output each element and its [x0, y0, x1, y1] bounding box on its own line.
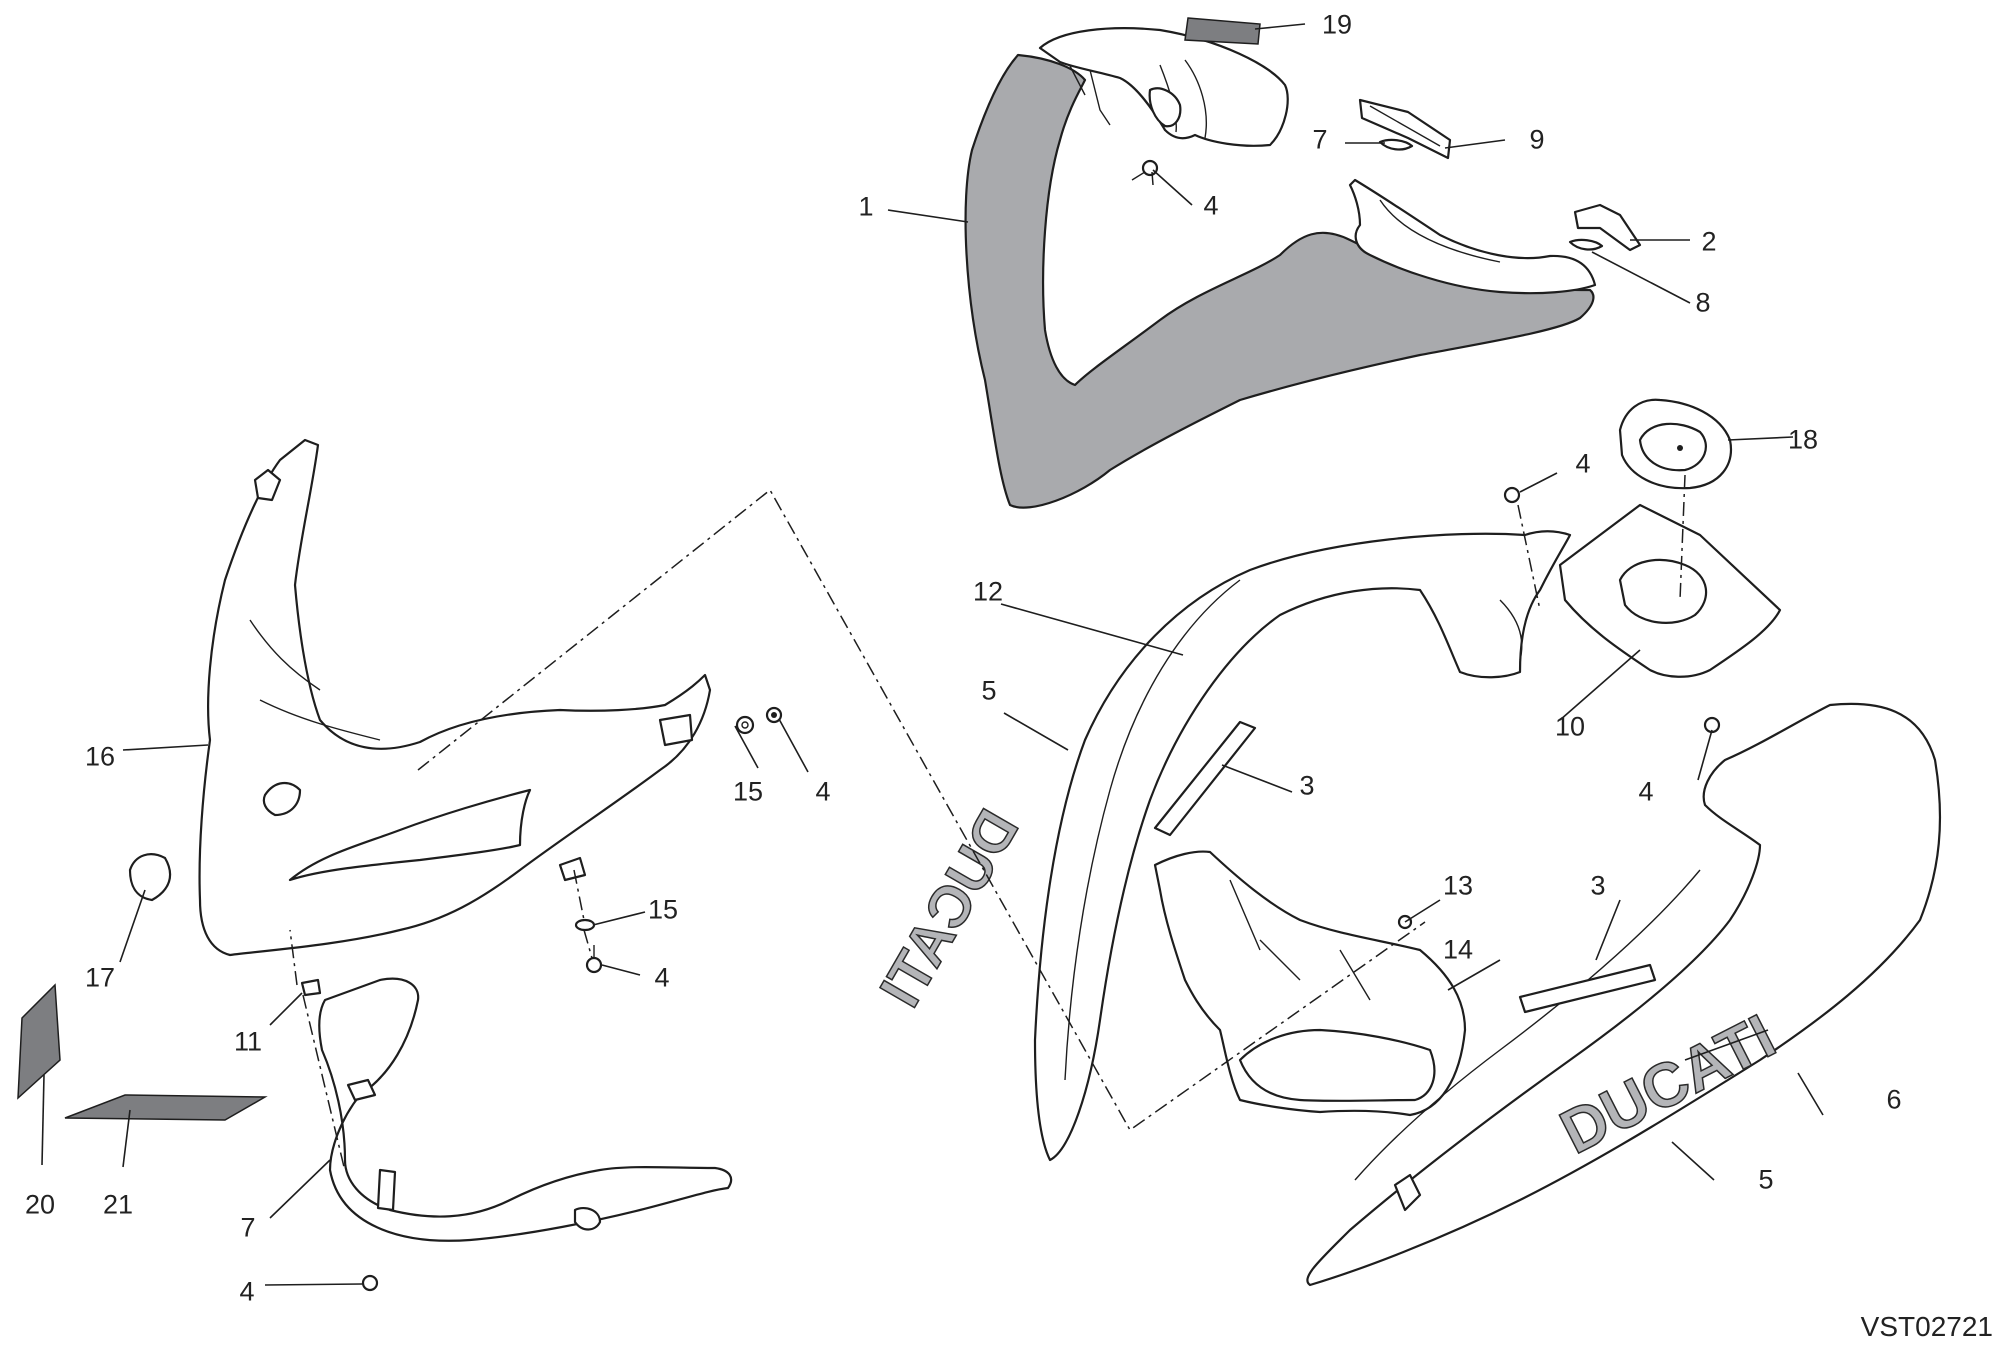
part-12-side-panel: [1033, 530, 1572, 1162]
part-10-bracket: [1558, 503, 1782, 678]
callout-7: 7: [1312, 124, 1328, 155]
part-3-strip-a: [1153, 720, 1257, 837]
callout-4: 4: [239, 1276, 255, 1307]
callout-13: 13: [1442, 870, 1474, 901]
callout-2: 2: [1701, 226, 1717, 257]
callout-15: 15: [732, 776, 764, 807]
callout-10: 10: [1554, 711, 1586, 742]
part-17-badge: [128, 853, 172, 902]
callout-6: 7: [240, 1212, 256, 1243]
callout-3: 3: [1299, 770, 1315, 801]
part-20-sticker: [17, 983, 61, 1100]
callout-4: 4: [654, 962, 670, 993]
diagram-code: VST02721: [1860, 1311, 1993, 1342]
callout-9: 6: [1886, 1084, 1902, 1115]
part-3-strip-b: [1518, 963, 1657, 1014]
screw-4-right-b: [1703, 716, 1721, 734]
part-21-sticker: [64, 1094, 268, 1121]
part-2-clip: [1573, 203, 1642, 252]
callout-4: 4: [1638, 776, 1654, 807]
part-1-upper-fairing: [964, 27, 1597, 509]
callout-15: 15: [647, 894, 679, 925]
leader-lines: [41, 23, 1824, 1286]
part-6-chin-bracket: [318, 977, 733, 1242]
callout-1: 1: [858, 191, 874, 222]
callout-5: 5: [981, 675, 997, 706]
screw-4-left-upper: [765, 706, 783, 724]
callout-3: 3: [1590, 870, 1606, 901]
washer-15-left-upper: [735, 715, 755, 735]
assembly-reference-line: [417, 488, 1426, 1132]
part-16-lower-fairing: [198, 438, 712, 957]
callout-4: 4: [815, 776, 831, 807]
callout-16: 16: [84, 741, 116, 772]
callout-7: 8: [1695, 287, 1711, 318]
part-8-clip: [1358, 98, 1452, 160]
callout-19: 19: [1321, 9, 1353, 40]
part-19-sticker: [1184, 17, 1261, 45]
washer-15-left-lower: [574, 918, 596, 932]
callout-11: 11: [233, 1026, 263, 1057]
part-11-clip: [300, 978, 322, 997]
part-18-grommet: [1618, 398, 1733, 490]
screw-4-left-lower: [585, 945, 603, 974]
callout-14: 14: [1442, 934, 1474, 965]
part-5-logo-mirrored: DUCATI: [868, 799, 1032, 1018]
callout-8: 9: [1529, 124, 1545, 155]
callout-20: 20: [24, 1189, 56, 1220]
callout-12: 12: [972, 576, 1004, 607]
part-14-inner-panel: [1153, 850, 1467, 1117]
callout-17: 17: [84, 962, 116, 993]
part-7-washer-a: [1378, 138, 1414, 151]
callout-5: 5: [1758, 1164, 1774, 1195]
callout-21: 21: [102, 1189, 134, 1220]
callout-4: 4: [1203, 190, 1219, 221]
screw-4-right-a: [1503, 486, 1521, 504]
callout-4: 4: [1575, 448, 1591, 479]
callout-18: 18: [1787, 424, 1819, 455]
part-9-lower-panel: [1306, 702, 1942, 1287]
part-7-washer-b: [1568, 238, 1604, 251]
screw-4-bottom: [361, 1274, 379, 1292]
